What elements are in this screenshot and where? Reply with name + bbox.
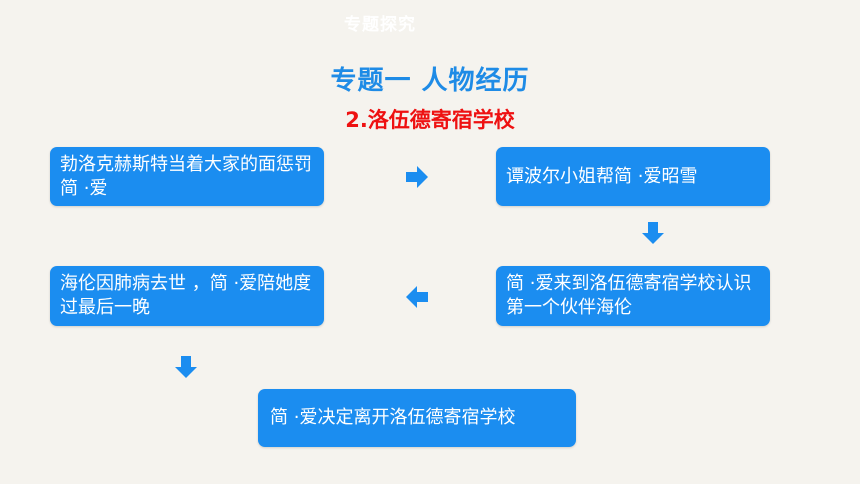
flow-step-4: 海伦因肺病去世 ，简 ·爱陪她度过最后一晚 (50, 266, 324, 326)
flow-step-4-text: 海伦因肺病去世 ，简 ·爱陪她度过最后一晚 (60, 273, 312, 318)
flow-step-3-text: 简 ·爱来到洛伍德寄宿学校认识第一个伙伴海伦 (506, 273, 752, 318)
arrow-down-icon (642, 222, 664, 244)
flow-step-2-text: 谭波尔小姐帮简 ·爱昭雪 (506, 165, 698, 187)
flow-step-1-text: 勃洛克赫斯特当着大家的面惩罚简 ·爱 (60, 153, 312, 199)
arrow-right-icon (406, 166, 428, 188)
arrow-down-icon (175, 356, 197, 378)
flow-step-2: 谭波尔小姐帮简 ·爱昭雪 (496, 147, 770, 206)
section-header-label: 专题探究 (344, 15, 416, 35)
slide-subtitle: 2.洛伍德寄宿学校 (345, 108, 515, 132)
flow-step-5: 简 ·爱决定离开洛伍德寄宿学校 (258, 389, 576, 447)
arrow-left-icon (406, 286, 428, 308)
flow-step-3: 简 ·爱来到洛伍德寄宿学校认识第一个伙伴海伦 (496, 266, 770, 326)
slide-title: 专题一 人物经历 (330, 66, 530, 96)
flow-step-5-text: 简 ·爱决定离开洛伍德寄宿学校 (270, 407, 516, 428)
flow-step-1: 勃洛克赫斯特当着大家的面惩罚简 ·爱 (50, 147, 324, 206)
